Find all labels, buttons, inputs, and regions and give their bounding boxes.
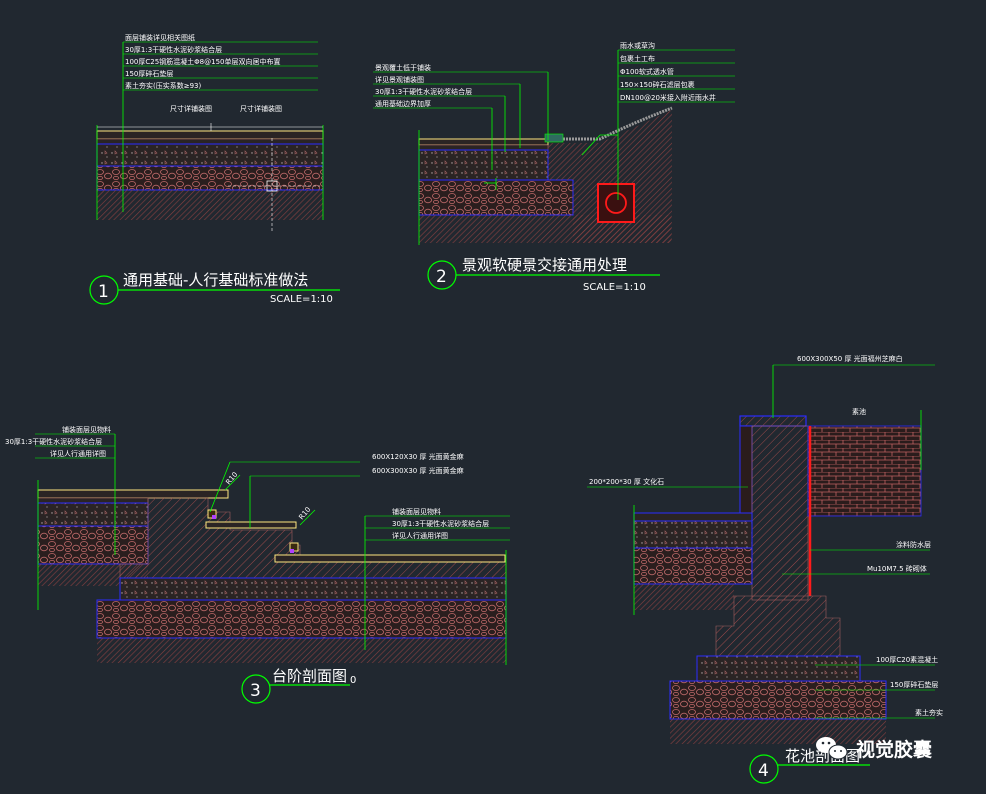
- d3-note-right-2: 600X300X30 厚 光面黄金麻: [372, 466, 464, 475]
- d2-title: 景观软硬景交接通用处理: [462, 256, 627, 274]
- d3-note-low-3: 详见人行通用详图: [392, 531, 448, 540]
- d1-note-2: 30厚1:3干硬性水泥砂浆结合层: [125, 45, 222, 54]
- d3-radius-2: R10: [297, 506, 312, 522]
- d4-right-note-2: Mu10M7.5 砖砌体: [867, 564, 927, 573]
- d1-dim-1: 尺寸详铺装图: [170, 104, 212, 113]
- d4-cap-note: 600X300X50 厚 光面福州芝麻白: [797, 354, 903, 363]
- watermark: 视觉胶囊: [816, 737, 933, 761]
- d3-title-suffix: 0: [350, 675, 356, 686]
- d1-note-1: 面层铺装详见相关图纸: [125, 33, 195, 42]
- d2-note-left-2: 详见景观铺装图: [375, 75, 424, 84]
- d2-note-right-5: DN100@20米接入附近雨水井: [620, 93, 716, 102]
- d4-fill-note: 素池: [852, 407, 866, 416]
- d3-title: 台阶剖面图: [272, 667, 347, 685]
- d2-number: 2: [436, 267, 447, 287]
- d2-note-left-4: 通用基础边界加厚: [375, 99, 431, 108]
- d3-note-left-2: 30厚1:3干硬性水泥砂浆结合层: [5, 437, 102, 446]
- d3-number: 3: [250, 681, 261, 701]
- d1-note-3: 100厚C25钢筋混凝土Φ8@150单层双向居中布置: [125, 57, 280, 66]
- d3-note-low-1: 铺装面层见物料: [392, 507, 441, 516]
- d4-side-note: 200*200*30 厚 文化石: [589, 477, 664, 486]
- d3-note-right-1: 600X120X30 厚 光面黄金麻: [372, 452, 464, 461]
- detail-4-section: 600X300X50 厚 光面福州芝麻白 素池 200*200*30 厚 文化石…: [587, 354, 943, 784]
- d1-dim-2: 尺寸详铺装图: [240, 104, 282, 113]
- d1-note-5: 素土夯实(压实系数≥93): [125, 81, 202, 90]
- d3-note-left-1: 铺装面层见物料: [62, 425, 111, 434]
- d1-number: 1: [98, 282, 109, 302]
- d2-note-left-1: 景观覆土低于铺装: [375, 63, 431, 72]
- d2-note-right-3: Φ100软式透水管: [620, 67, 674, 76]
- d4-right-note-5: 素土夯实: [915, 708, 943, 717]
- d2-note-right-4: 150×150碎石滤层包裹: [620, 80, 695, 89]
- d4-number: 4: [758, 761, 769, 781]
- d3-number-circle: [241, 674, 271, 704]
- wechat-icon: [816, 737, 848, 760]
- detail-3-section: 铺装面层见物料 30厚1:3干硬性水泥砂浆结合层 详见人行通用详图 600X12…: [5, 425, 510, 704]
- d2-note-right-1: 雨水或草沟: [620, 41, 655, 50]
- d4-right-note-4: 150厚碎石垫层: [890, 680, 938, 689]
- detail-2-section: 景观覆土低于铺装 详见景观铺装图 30厚1:3干硬性水泥砂浆结合层 通用基础边界…: [373, 41, 735, 293]
- d2-note-right-2: 包裹土工布: [620, 54, 655, 63]
- d1-title: 通用基础-人行基础标准做法: [123, 271, 308, 289]
- watermark-text: 视觉胶囊: [856, 738, 933, 761]
- d4-number-circle: [749, 754, 779, 784]
- d1-note-4: 150厚碎石垫层: [125, 69, 173, 78]
- detail-1-section: 面层铺装详见相关图纸 30厚1:3干硬性水泥砂浆结合层 100厚C25钢筋混凝土…: [89, 33, 340, 305]
- d2-scale: SCALE=1:10: [583, 282, 646, 293]
- d1-scale: SCALE=1:10: [270, 294, 333, 305]
- d3-radius-1: R10: [224, 471, 239, 487]
- d3-note-low-2: 30厚1:3干硬性水泥砂浆结合层: [392, 519, 489, 528]
- d4-right-note-1: 涂料防水层: [896, 540, 931, 549]
- d4-right-note-3: 100厚C20素混凝土: [876, 655, 938, 664]
- d3-note-left-3: 详见人行通用详图: [50, 449, 106, 458]
- d2-note-left-3: 30厚1:3干硬性水泥砂浆结合层: [375, 87, 472, 96]
